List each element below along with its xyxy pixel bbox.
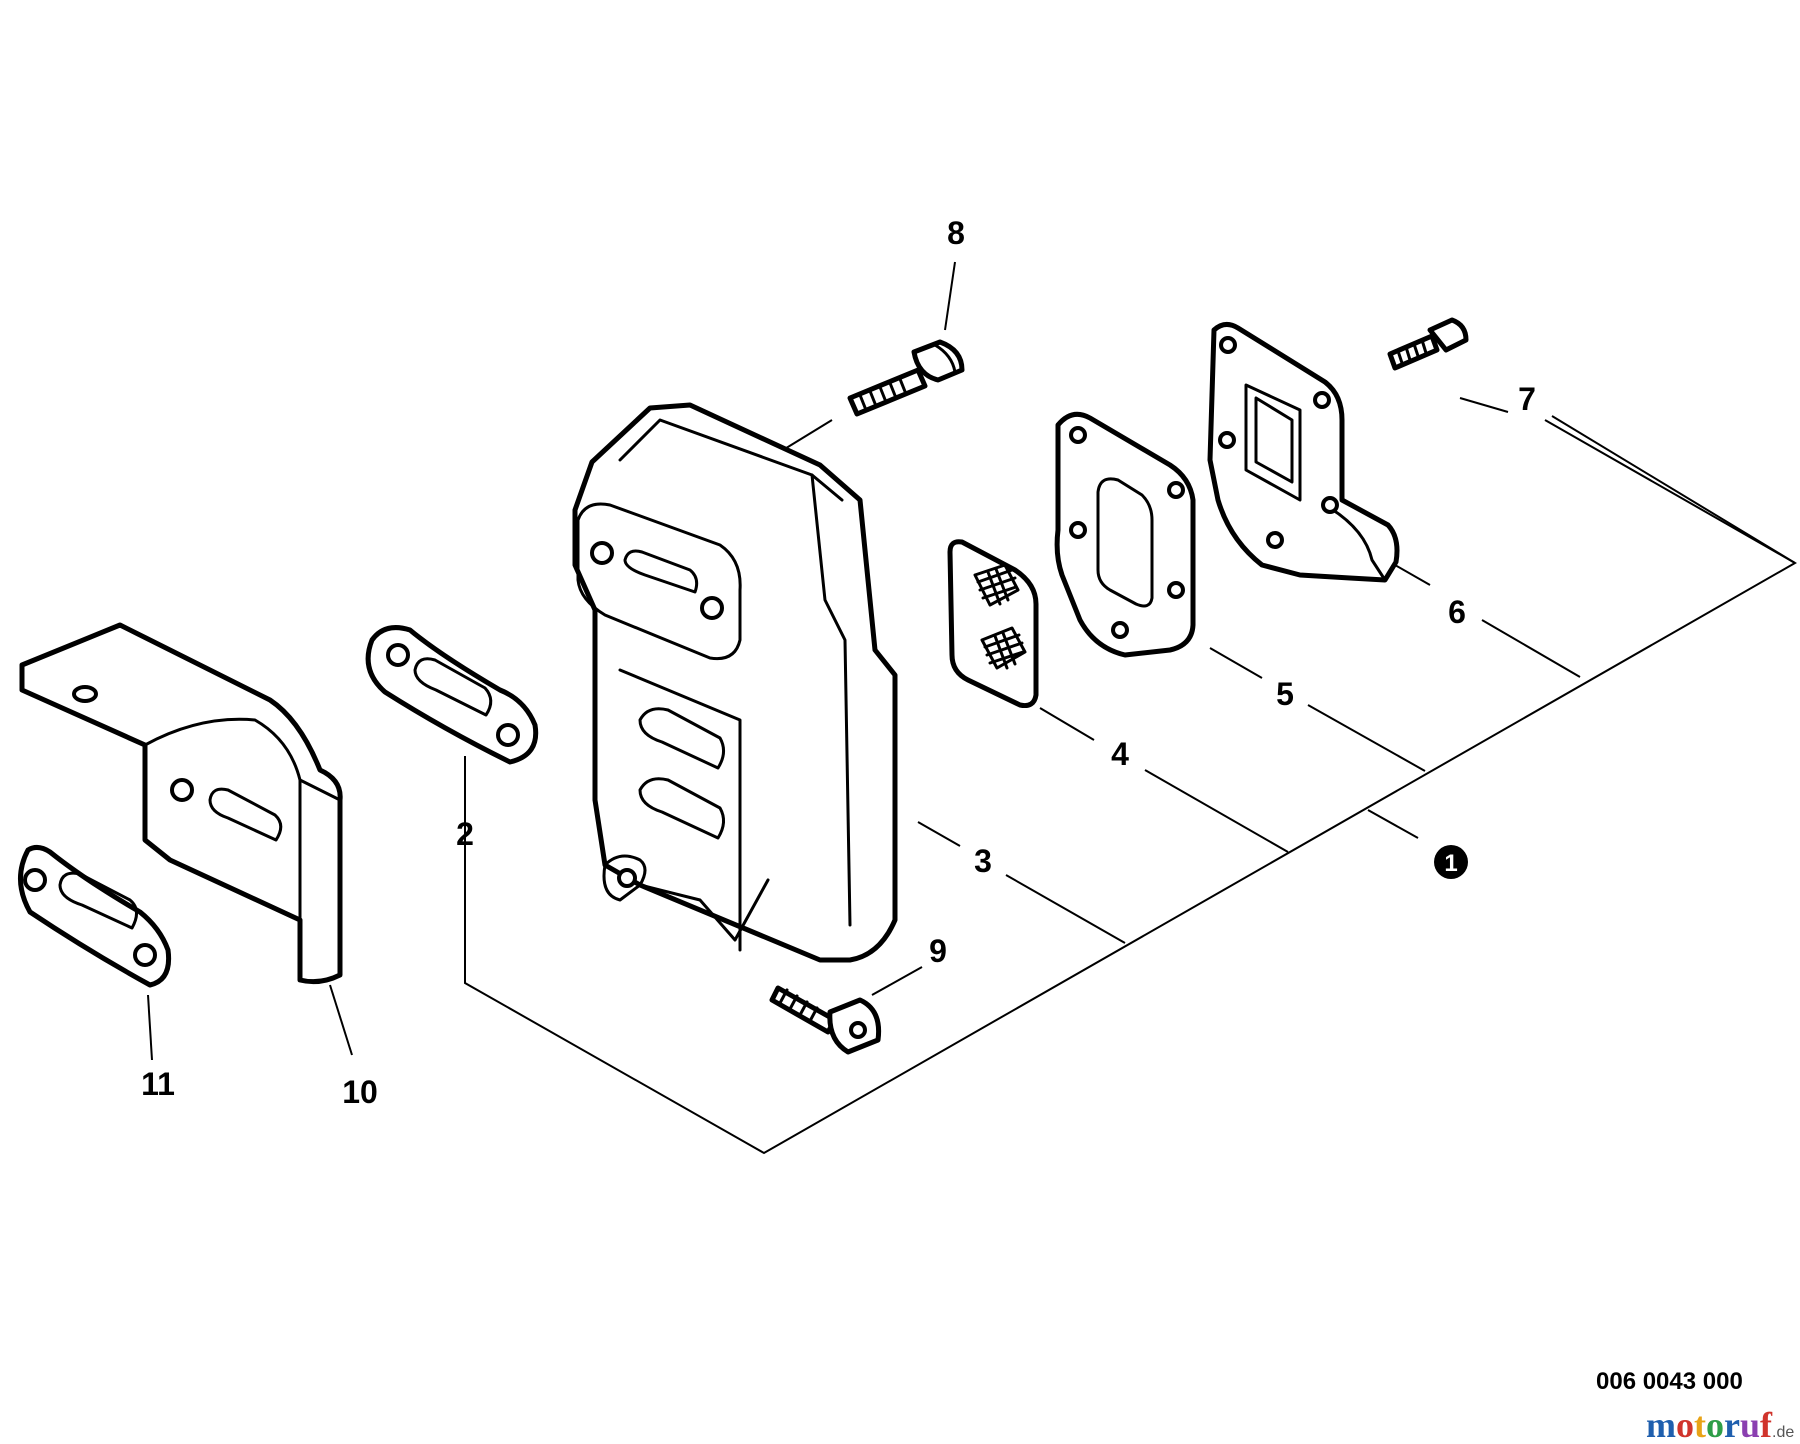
drawing-number: 006 0043 000 [1596, 1368, 1743, 1395]
part-10-heat-shield [19, 622, 343, 985]
callout-10: 10 [342, 1074, 378, 1110]
part-3-muffler [572, 402, 898, 963]
callout-1: 1 [1444, 850, 1457, 877]
leader-lines [147, 261, 1798, 1155]
part-8-bolt [847, 339, 965, 417]
leader-9 [871, 966, 923, 996]
leader-6a [1394, 564, 1431, 586]
leader-3a [917, 821, 961, 847]
callout-8: 8 [947, 215, 965, 251]
callout-1-marker [1434, 845, 1468, 879]
leader-11 [147, 994, 153, 1061]
leader-3b [1005, 874, 1126, 944]
leader-6b [1481, 619, 1581, 678]
callout-7: 7 [1518, 381, 1536, 417]
watermark-suffix: .de [1772, 1424, 1795, 1441]
callout-11: 11 [141, 1066, 175, 1102]
leader-4a [1039, 707, 1095, 741]
watermark-logo: motoruf.de [1646, 1404, 1794, 1444]
leader-5b [1307, 704, 1426, 772]
part-2-gasket [365, 625, 539, 765]
leader-7b [1551, 415, 1796, 564]
callout-labels: 8 7 6 5 4 3 2 9 10 11 1 [141, 215, 1536, 1110]
callout-5: 5 [1276, 676, 1294, 712]
callout-6: 6 [1448, 594, 1466, 630]
callout-3: 3 [974, 843, 992, 879]
leader-8b [782, 419, 833, 451]
watermark-name: motoruf [1646, 1405, 1773, 1444]
leader-7a [1459, 397, 1509, 413]
part-5-gasket [1054, 411, 1196, 658]
leader-4b [1144, 769, 1289, 853]
part-7-screw [1387, 317, 1469, 371]
assembly-bracket-line [464, 419, 1798, 1155]
leader-8a [944, 261, 956, 331]
part-9-bolt [769, 985, 882, 1055]
part-6-deflector [1207, 322, 1400, 583]
callout-2: 2 [456, 816, 474, 852]
leader-5a [1209, 647, 1263, 679]
callout-4: 4 [1111, 736, 1129, 772]
callout-9: 9 [929, 933, 947, 969]
part-11-gasket [17, 844, 172, 988]
part-4-spark-screen [947, 539, 1039, 708]
leader-1a [1367, 809, 1419, 839]
leader-10 [329, 984, 353, 1056]
